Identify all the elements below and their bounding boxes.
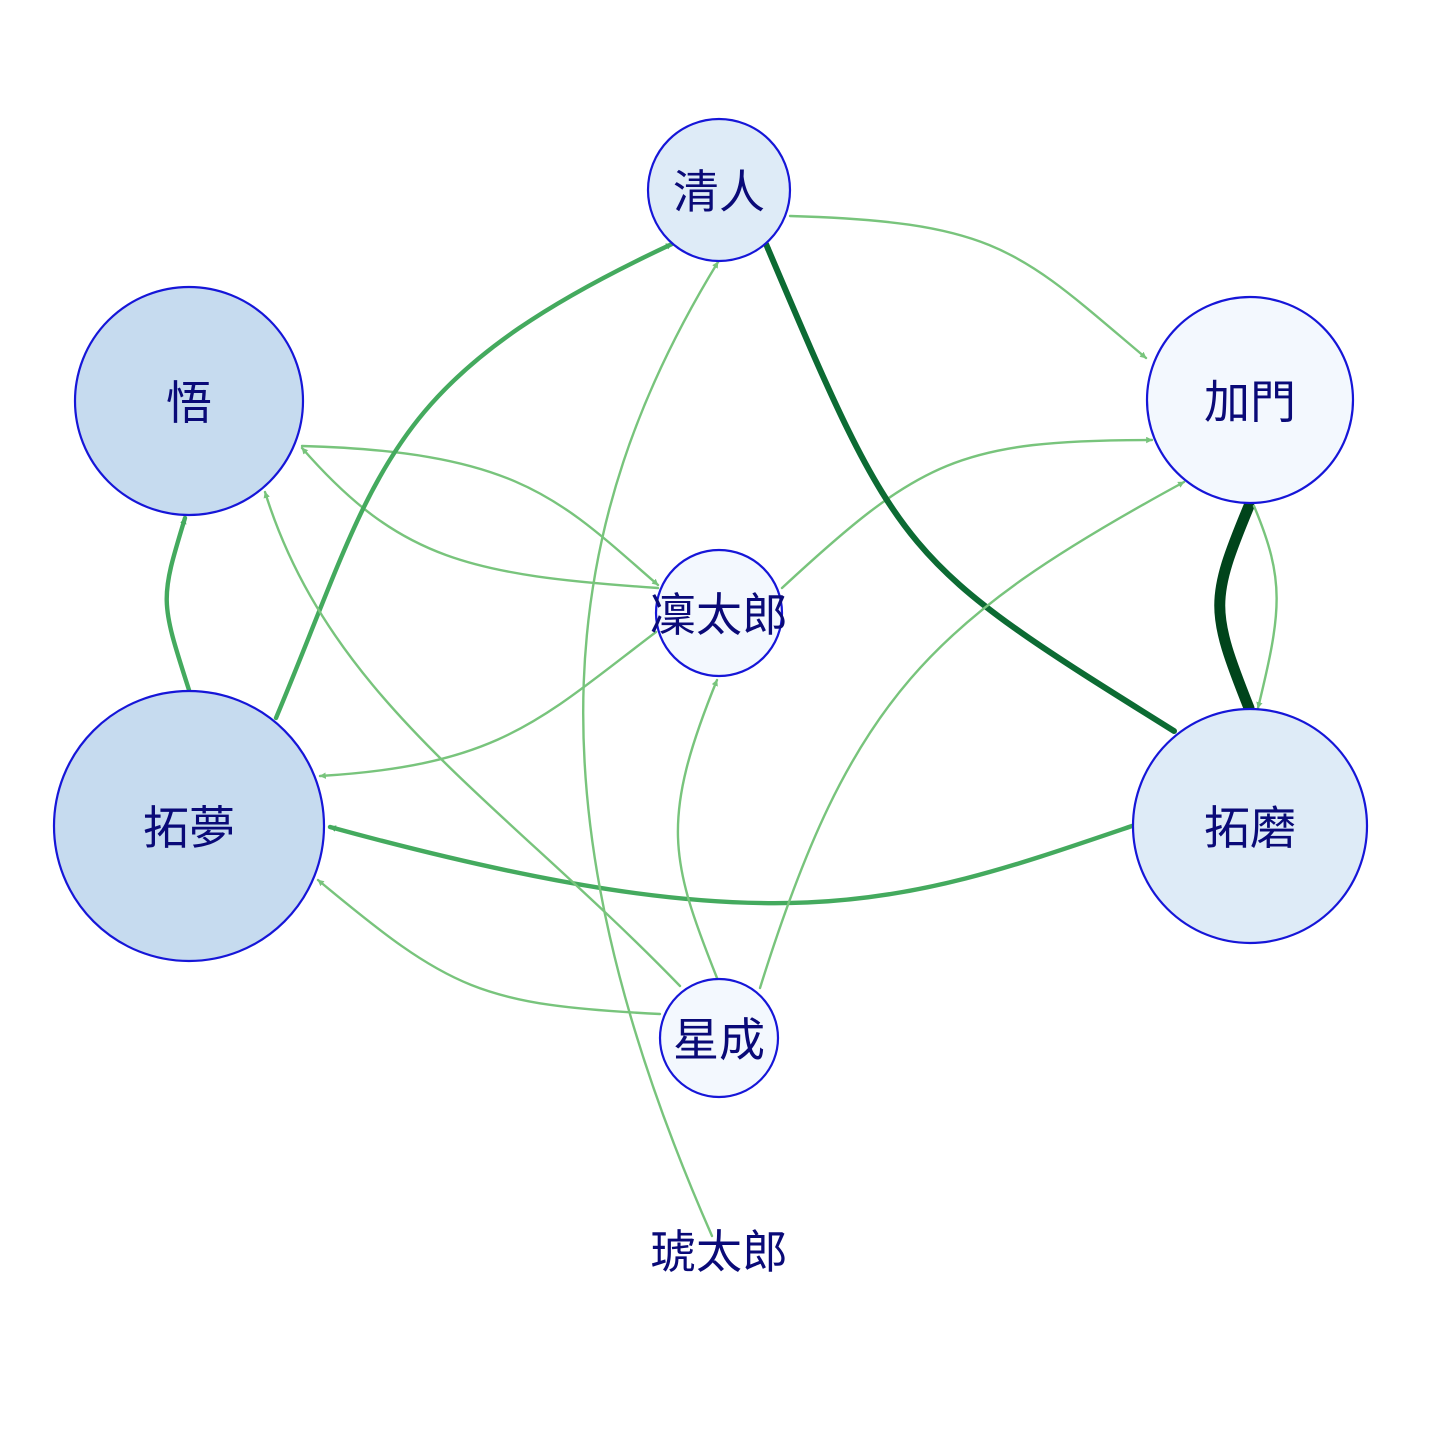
edge-rintaro-to-takumu — [318, 630, 658, 779]
node-label-satoru: 悟 — [166, 376, 212, 430]
node-kotaro: 琥太郎 — [650, 1225, 788, 1279]
node-satoru: 悟 — [73, 285, 305, 517]
edge-seisei-to-satoru — [263, 490, 682, 988]
edge-takuma-to-takumu — [327, 823, 1135, 906]
edge-takuma-to-kamon — [1252, 504, 1278, 710]
edge-rintaro-to-kamon — [780, 436, 1154, 590]
node-circle-kamon — [1145, 295, 1355, 505]
node-label-rintaro: 凜太郎 — [650, 588, 788, 642]
node-circle-takuma — [1131, 707, 1369, 945]
node-kamon: 加門 — [1145, 295, 1355, 505]
edge-kiyoto-to-kamon — [788, 214, 1148, 360]
edge-rintaro-to-satoru — [300, 446, 660, 590]
node-rintaro: 凜太郎 — [650, 548, 788, 678]
node-circle-rintaro — [654, 548, 784, 678]
node-circle-takumu — [52, 689, 326, 963]
edge-kamon-to-takuma — [1214, 500, 1255, 714]
edge-seisei-to-rintaro — [676, 678, 719, 980]
edge-takumu-to-satoru — [164, 515, 192, 693]
node-circle-kiyoto — [646, 117, 792, 263]
node-label-kamon: 加門 — [1204, 375, 1296, 429]
node-label-kiyoto: 清人 — [673, 165, 765, 219]
edge-satoru-to-rintaro — [300, 444, 660, 587]
edge-kotaro-to-kiyoto — [582, 260, 720, 1238]
node-takumu: 拓夢 — [52, 689, 326, 963]
node-label-takuma: 拓磨 — [1204, 801, 1296, 855]
edge-takuma-to-kiyoto — [763, 241, 1177, 734]
node-seisei: 星成 — [658, 977, 780, 1099]
node-label-kotaro: 琥太郎 — [650, 1225, 788, 1279]
edge-seisei-to-kamon — [758, 480, 1186, 990]
edges — [164, 214, 1278, 1238]
edge-takumu-to-kiyoto — [273, 241, 675, 721]
node-kiyoto: 清人 — [646, 117, 792, 263]
node-label-seisei: 星成 — [673, 1013, 765, 1067]
edge-seisei-to-takumu — [316, 878, 662, 1016]
node-takuma: 拓磨 — [1131, 707, 1369, 945]
node-label-takumu: 拓夢 — [143, 801, 235, 855]
node-circle-satoru — [73, 285, 305, 517]
node-circle-seisei — [658, 977, 780, 1099]
